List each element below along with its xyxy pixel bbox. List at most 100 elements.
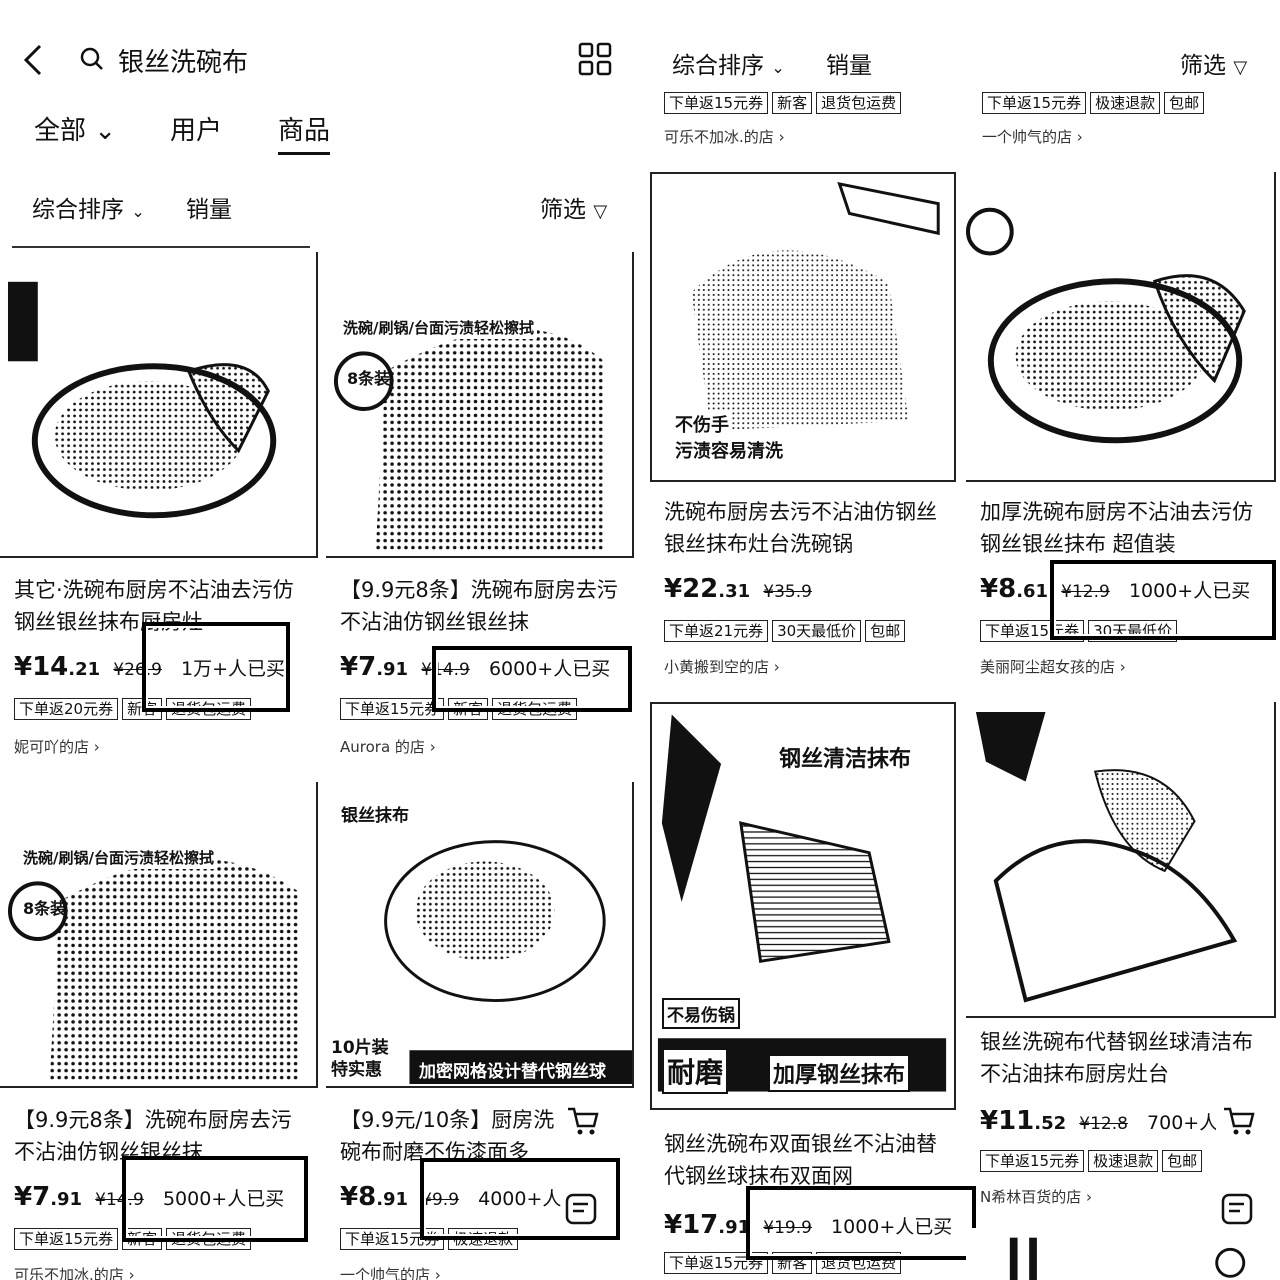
tab-products[interactable]: 商品 <box>278 110 331 155</box>
chevron-right-icon: › <box>1086 1188 1093 1206</box>
panel-divider <box>640 0 644 1280</box>
promo-tag: 退货包运费 <box>816 92 902 114</box>
shop-link[interactable]: 妮可吖的店 › <box>14 736 308 757</box>
price: ¥22.31 <box>664 574 750 604</box>
product-image[interactable] <box>966 702 1276 1018</box>
promo-tag: 30天最低价 <box>1088 620 1178 642</box>
product-image[interactable]: 银丝抹布 10片装 特实惠 加密网格设计替代钢丝球 <box>326 782 634 1088</box>
sort-comprehensive-label: 综合排序 <box>672 53 764 79</box>
sort-sales[interactable]: 销量 <box>826 53 872 79</box>
chevron-right-icon: › <box>429 738 436 756</box>
product-image[interactable] <box>966 172 1276 482</box>
product-card[interactable]: 银丝洗碗布代替钢丝球清洁布不沾油抹布厨房灶台 ¥11.52 ¥12.8 700+… <box>966 702 1276 1280</box>
chevron-right-icon: › <box>778 128 785 146</box>
product-title[interactable]: 洗碗布厨房去污不沾油仿钢丝银丝抹布灶台洗碗锅 <box>664 500 937 556</box>
product-title[interactable]: 【9.9元8条】洗碗布厨房去污不沾油仿钢丝银丝抹 <box>14 1108 292 1164</box>
product-card[interactable]: 钢丝清洁抹布 不易伤锅 耐磨 加厚钢丝抹布 钢丝洗碗布双面银丝不沾油替代钢丝球抹… <box>650 702 956 1280</box>
shop-link[interactable]: 一个帅气的店 › <box>982 126 1270 147</box>
price: ¥11.52 <box>980 1106 1066 1136</box>
product-image[interactable]: 不伤手 污渍容易清洗 <box>650 172 956 482</box>
shop-link[interactable]: 可乐不加冰.的店 › <box>664 126 1270 147</box>
product-image-art <box>691 181 940 431</box>
price-dec: .61 <box>1016 581 1049 602</box>
price-int: ¥17 <box>664 1210 719 1240</box>
product-image[interactable]: 洗碗/刷锅/台面污渍轻松擦拭 8条装 <box>0 782 318 1088</box>
shop-link[interactable]: Aurora 的店 › <box>340 736 624 757</box>
highlight-box <box>432 646 632 712</box>
product-image[interactable]: 钢丝清洁抹布 不易伤锅 耐磨 加厚钢丝抹布 <box>650 702 956 1110</box>
price-dec: .21 <box>68 659 101 680</box>
shop-link[interactable]: 小黄搬到空的店 › <box>664 656 946 677</box>
shop-link[interactable]: 一个帅气的店 › <box>340 1264 624 1280</box>
sort-comprehensive-label: 综合排序 <box>32 197 124 223</box>
sort-sales[interactable]: 销量 <box>186 197 232 223</box>
image-banner: 加厚钢丝抹布 <box>768 1054 911 1092</box>
price-line: ¥17.91 ¥19.9 1000+人已买 <box>664 1210 952 1244</box>
promo-tags: 下单返15元券新客退货包运费 <box>664 92 954 116</box>
product-card[interactable]: 加厚洗碗布厨房不沾油去污仿钢丝银丝抹布 超值装 ¥8.61 ¥12.9 1000… <box>966 172 1276 692</box>
shop-link[interactable]: 可乐不加冰.的店 › <box>14 1264 308 1280</box>
product-card[interactable]: 洗碗/刷锅/台面污渍轻松擦拭 8条装 【9.9元8条】洗碗布厨房去污不沾油仿钢丝… <box>326 252 634 767</box>
search-bar: 银丝洗碗布 <box>0 28 640 92</box>
highlight-box <box>420 1158 620 1240</box>
tab-all[interactable]: 全部 ⌄ <box>34 110 116 147</box>
chevron-right-icon: › <box>128 1266 135 1280</box>
tab-users[interactable]: 用户 <box>170 110 222 147</box>
filter-button[interactable]: 筛选 ▽ <box>540 190 607 224</box>
product-title[interactable]: 银丝洗碗布代替钢丝球清洁布不沾油抹布厨房灶台 <box>980 1030 1253 1086</box>
right-screen: 综合排序 ⌄ 销量 筛选 ▽ 下单返15元券新客退货包运费 可乐不加冰.的店 ›… <box>644 0 1280 1280</box>
original-price: ¥35.9 <box>763 582 812 602</box>
promo-tag: 新客 <box>772 92 813 114</box>
chevron-down-icon: ⌄ <box>131 202 145 221</box>
promo-tag: 下单返15元券 <box>340 698 445 720</box>
product-image-art <box>384 840 632 1085</box>
note-icon[interactable] <box>564 1192 600 1228</box>
promo-tag: 下单返15元券 <box>664 92 769 114</box>
filter-button[interactable]: 筛选 ▽ <box>1180 46 1247 80</box>
note-icon[interactable] <box>1220 1192 1256 1228</box>
price-int: ¥14 <box>14 652 69 682</box>
product-image-art <box>7 858 299 1081</box>
sold-count: 1万+人已买 <box>181 658 286 680</box>
price-dec: .52 <box>1034 1113 1067 1134</box>
chevron-right-icon: › <box>1119 658 1126 676</box>
price-dec: .91 <box>376 1189 409 1210</box>
search-icon[interactable] <box>80 47 104 71</box>
filter-label: 筛选 <box>540 197 586 223</box>
product-card[interactable]: 其它·洗碗布厨房不沾油去污仿钢丝银丝抹布厨房灶 ¥14.21 ¥26.9 1万+… <box>0 252 318 767</box>
original-price: ¥9.9 <box>421 1190 460 1210</box>
price-int: ¥22 <box>664 574 719 604</box>
sort-comprehensive[interactable]: 综合排序 ⌄ <box>32 190 145 224</box>
product-title[interactable]: 钢丝洗碗布双面银丝不沾油替代钢丝球抹布双面网 <box>664 1132 937 1188</box>
promo-tag: 包邮 <box>865 620 906 642</box>
grid-view-icon[interactable] <box>578 42 612 76</box>
product-image[interactable]: 洗碗/刷锅/台面污渍轻松擦拭 8条装 <box>326 252 634 558</box>
cart-icon[interactable] <box>1222 1106 1256 1136</box>
product-image[interactable] <box>0 252 318 558</box>
product-card[interactable]: 不伤手 污渍容易清洗 洗碗布厨房去污不沾油仿钢丝银丝抹布灶台洗碗锅 ¥22.31… <box>650 172 956 692</box>
search-input[interactable]: 银丝洗碗布 <box>118 48 249 78</box>
price: ¥8.91 <box>340 1182 408 1212</box>
shop-link[interactable]: 美丽阿尘超女孩的店 › <box>980 656 1266 677</box>
highlight-box <box>142 622 290 712</box>
product-title[interactable]: 加厚洗碗布厨房不沾油去污仿钢丝银丝抹布 超值装 <box>980 500 1253 556</box>
back-icon[interactable] <box>22 42 46 84</box>
product-card[interactable]: 银丝抹布 10片装 特实惠 加密网格设计替代钢丝球 【9.9元/10条】厨房洗碗… <box>326 782 634 1280</box>
image-caption: 洗碗/刷锅/台面污渍轻松擦拭 <box>340 316 537 339</box>
promo-tag: 下单返21元券 <box>664 620 769 642</box>
image-caption: 不伤手 <box>672 410 732 438</box>
chevron-down-icon: ⌄ <box>771 58 785 77</box>
tab-products-label: 商品 <box>278 116 331 146</box>
product-title[interactable]: 【9.9元8条】洗碗布厨房去污不沾油仿钢丝银丝抹 <box>340 578 618 634</box>
price-line: ¥7.91 ¥14.9 5000+人已买 <box>14 1182 308 1216</box>
product-image[interactable] <box>966 1228 1276 1280</box>
product-card[interactable]: 洗碗/刷锅/台面污渍轻松擦拭 8条装 【9.9元8条】洗碗布厨房去污不沾油仿钢丝… <box>0 782 318 1280</box>
sort-comprehensive[interactable]: 综合排序 ⌄ <box>672 46 785 80</box>
shop-link[interactable]: N希林百货的店 › <box>980 1186 1266 1207</box>
sold-count: 6000+人已买 <box>488 658 611 680</box>
cart-icon[interactable] <box>566 1106 600 1136</box>
product-title[interactable]: 其它·洗碗布厨房不沾油去污仿钢丝银丝抹布厨房灶 <box>14 578 294 634</box>
highlight-box <box>746 1186 976 1260</box>
tab-users-label: 用户 <box>170 116 223 146</box>
